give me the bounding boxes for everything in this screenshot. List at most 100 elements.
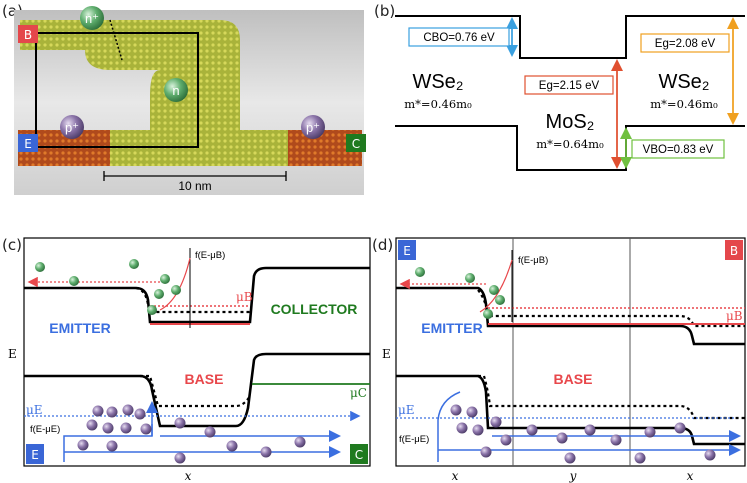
- n-plus-ball: [80, 6, 104, 30]
- c-f-b-label: f(E-μB): [195, 250, 225, 261]
- panel-c-frame: [23, 237, 371, 467]
- n-label: n: [172, 83, 179, 98]
- d-hole-7: [526, 424, 538, 436]
- panel-c-x-axis: x: [185, 469, 192, 483]
- d-electron-3: [489, 285, 499, 295]
- eg-mos2-label: Eg=2.15 eV: [539, 80, 600, 92]
- eg-wse2-box: [640, 33, 730, 53]
- panel-b-label: (b): [374, 2, 395, 20]
- mos2-mass: m*=0.64m₀: [536, 137, 604, 151]
- panel-d-x1: x: [452, 469, 459, 483]
- d-hole-14: [480, 446, 492, 458]
- wse2-right-label: WSe₂: [658, 71, 709, 93]
- valence-band: [395, 125, 745, 171]
- c-hole-14: [174, 452, 186, 464]
- terminal-b-label: B: [24, 28, 32, 42]
- c-collector-label: COLLECTOR: [271, 301, 358, 317]
- d-hole-3: [456, 422, 468, 434]
- c-box-c-label: C: [355, 448, 363, 462]
- d-box-b: [725, 240, 743, 260]
- eg-wse2-label: Eg=2.08 eV: [655, 38, 716, 50]
- d-hole-15: [564, 452, 576, 464]
- c-f-e-label: f(E-μE): [30, 424, 60, 435]
- c-hole-13: [226, 440, 238, 452]
- c-electron-2: [69, 276, 79, 286]
- d-f-b-label: f(E-μB): [518, 255, 548, 266]
- conduction-band: [395, 15, 745, 59]
- terminal-e-label: E: [24, 137, 32, 151]
- cbo-label: CBO=0.76 eV: [423, 32, 495, 44]
- p-right-label: p⁺: [306, 120, 320, 135]
- c-electron-7: [147, 305, 157, 315]
- c-box-c: [350, 444, 368, 464]
- d-electron-5: [483, 309, 493, 319]
- d-hole-2: [466, 406, 478, 418]
- c-hole-16: [294, 436, 306, 448]
- d-hole-16: [634, 452, 646, 464]
- c-conduction-band: [24, 266, 370, 324]
- d-conduction-dotted: [477, 289, 745, 328]
- d-hole-1: [450, 404, 462, 416]
- c-fermi-curve-b: [159, 257, 191, 311]
- c-hole-6: [120, 422, 132, 434]
- d-hole-12: [674, 422, 686, 434]
- c-valence-band: [24, 352, 370, 428]
- d-conduction-band: [396, 286, 745, 346]
- d-hole-9: [584, 424, 596, 436]
- panel-c: (c) E x μB μC μE f(E-μB) f(E-μE) EMITTER…: [2, 236, 371, 483]
- c-hole-15: [260, 446, 272, 458]
- c-base-label: BASE: [185, 371, 224, 387]
- n-plus-label: n⁺: [85, 11, 99, 26]
- terminal-c-label: C: [352, 137, 360, 151]
- c-hole-1: [92, 405, 104, 417]
- panel-d-y: y: [569, 469, 577, 483]
- c-hole-12: [204, 426, 216, 438]
- panel-b: (b) CBO=0.76 eV Eg=2.15 eV Eg=2.08 eV VB…: [374, 2, 745, 171]
- c-box-e: [26, 444, 44, 464]
- wse2-right-mass: m*=0.46m₀: [650, 97, 718, 111]
- d-electron-2: [465, 273, 475, 283]
- terminal-b: [18, 25, 38, 43]
- d-hole-10: [610, 434, 622, 446]
- panel-d-e-axis: E: [382, 347, 391, 361]
- c-hole-9: [77, 439, 89, 451]
- scale-bar-label: 10 nm: [178, 179, 211, 193]
- terminal-c: [346, 134, 366, 152]
- panel-d-frame: [395, 237, 746, 467]
- d-hole-6: [500, 434, 512, 446]
- c-valence-dotted: [140, 374, 251, 408]
- d-hole-13: [704, 449, 716, 461]
- p-right-ball: [301, 115, 325, 139]
- d-box-e-top: [398, 240, 416, 260]
- c-hole-4: [86, 419, 98, 431]
- c-hole-8: [140, 423, 152, 435]
- panel-d-x2: x: [687, 469, 694, 483]
- d-box-e-top-label: E: [403, 244, 411, 258]
- d-mu-e-label: μE: [398, 403, 415, 417]
- panel-d: (d) E x y x μB μE f(E-μB) f(E-μE) EMITTE…: [372, 236, 746, 483]
- c-hole-3: [122, 404, 134, 416]
- c-box-e-label: E: [31, 448, 39, 462]
- terminal-e: [18, 134, 38, 152]
- n-plus-lattice: [20, 20, 240, 130]
- c-conduction-dotted: [135, 286, 252, 314]
- wse2-left-label: WSe₂: [412, 71, 463, 93]
- d-electron-1: [415, 267, 425, 277]
- c-electron-4: [160, 274, 170, 284]
- c-mu-c-label: μC: [350, 386, 367, 400]
- panel-a: (a) B E C n⁺ n p⁺ p⁺ 10 nm: [2, 2, 366, 195]
- panel-c-label: (c): [2, 236, 22, 254]
- p-left-label: p⁺: [65, 120, 79, 135]
- c-hole-11: [174, 417, 186, 429]
- d-hole-5: [490, 416, 502, 428]
- junction-dotted-line: [109, 19, 123, 61]
- eg-mos2-box: [524, 75, 614, 95]
- d-valence-band: [396, 374, 745, 446]
- vbo-box: [631, 139, 725, 159]
- mos2-label: MoS₂: [546, 111, 595, 133]
- c-mu-b-label: μB: [236, 290, 253, 304]
- d-fermi-curve-e: [437, 391, 461, 462]
- d-electron-4: [495, 295, 505, 305]
- d-valence-dotted: [478, 374, 745, 420]
